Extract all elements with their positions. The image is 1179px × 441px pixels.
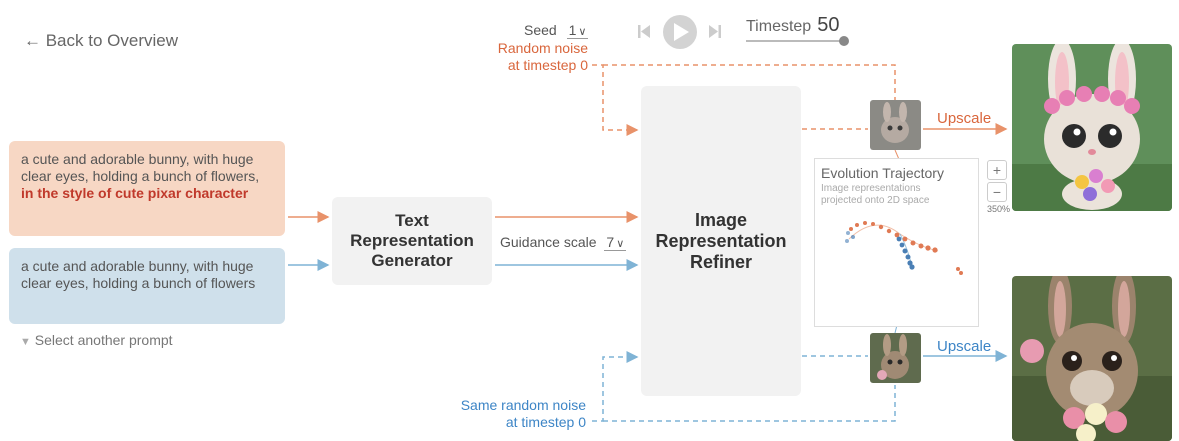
playback-controls [638,15,721,49]
random-noise-line1: Random noise [497,40,588,56]
guidance-scale-selector[interactable]: Guidance scale 7∨ [500,234,627,251]
timestep-label: Timestep [746,18,812,35]
timestep-value: 50 [817,14,840,36]
generator-line3: Generator [371,251,453,270]
intermediate-image-bottom[interactable] [870,333,921,383]
random-noise-line2: at timestep 0 [507,57,588,73]
refiner-line1: Image [694,209,748,230]
play-icon[interactable] [663,15,697,49]
generator-line2: Representation [350,231,474,250]
noise-to-refiner-top [592,64,639,136]
noise-to-refiner-bottom [592,351,639,422]
upscale-label-top: Upscale [937,110,992,127]
trajectory-title: Evolution Trajectory [821,165,944,181]
prompt-style-highlight: in the style of cute pixar character [21,185,249,201]
generator-line1: Text [395,211,429,230]
noise-to-output-top [603,64,896,100]
image-representation-refiner[interactable]: Image Representation Refiner [641,86,801,396]
upscale-label-bottom: Upscale [937,338,992,355]
select-prompt-label: Select another prompt [34,332,173,348]
guidance-value-text: 7 [606,234,615,250]
zoom-in-button[interactable]: + [987,160,1007,180]
timestep-display: Timestep 50 [746,14,839,37]
trajectory-subtitle-line2: projected onto 2D space [821,195,930,206]
guidance-value[interactable]: 7∨ [604,234,627,251]
same-noise-label: Same random noise at timestep 0 [440,397,586,431]
prompt-card-base[interactable]: a cute and adorable bunny, with huge cle… [9,248,285,324]
output-image-real-bunny[interactable] [1012,276,1172,441]
trajectory-orange-points [849,221,963,275]
back-to-overview-link[interactable]: ← Back to Overview [24,31,178,50]
zoom-level: 350% [987,204,1011,214]
trajectory-subtitle: Image representations projected onto 2D … [821,183,929,207]
random-noise-label: Random noise at timestep 0 [470,40,588,74]
prompt-card-styled[interactable]: a cute and adorable bunny, with huge cle… [9,141,285,236]
noise-to-output-bottom [603,385,896,422]
timestep-slider-handle[interactable] [839,36,849,46]
seed-value-text: 1 [568,22,577,38]
same-noise-line2: at timestep 0 [505,414,586,430]
chevron-down-icon: ∨ [578,26,587,38]
trajectory-subtitle-line1: Image representations [821,183,921,194]
refiner-line2: Representation [655,230,787,251]
trajectory-plot [845,221,963,275]
seed-value[interactable]: 1∨ [566,22,589,39]
prompt-text-base: a cute and adorable bunny, with huge cle… [21,258,256,291]
guidance-label: Guidance scale [500,234,597,250]
refiner-line3: Refiner [689,251,752,272]
select-prompt-button[interactable]: ▼ Select another prompt [20,332,173,348]
trajectory-blue-points [845,231,915,270]
skip-back-icon[interactable] [638,25,650,38]
skip-forward-icon[interactable] [709,25,721,38]
seed-selector[interactable]: Seed 1∨ [524,22,589,39]
evolution-trajectory-panel[interactable]: Evolution Trajectory Image representatio… [814,158,979,327]
timestep-slider[interactable] [744,34,854,48]
prompt-text-styled: a cute and adorable bunny, with huge cle… [21,151,260,184]
seed-label: Seed [524,22,557,38]
zoom-out-button[interactable]: − [987,182,1007,202]
same-noise-line1: Same random noise [460,397,586,413]
text-representation-generator[interactable]: Text Representation Generator [332,197,492,285]
triangle-down-icon: ▼ [20,336,31,348]
chevron-down-icon: ∨ [616,238,625,250]
output-image-pixar-bunny[interactable] [1012,44,1172,211]
intermediate-image-top[interactable] [870,100,921,150]
